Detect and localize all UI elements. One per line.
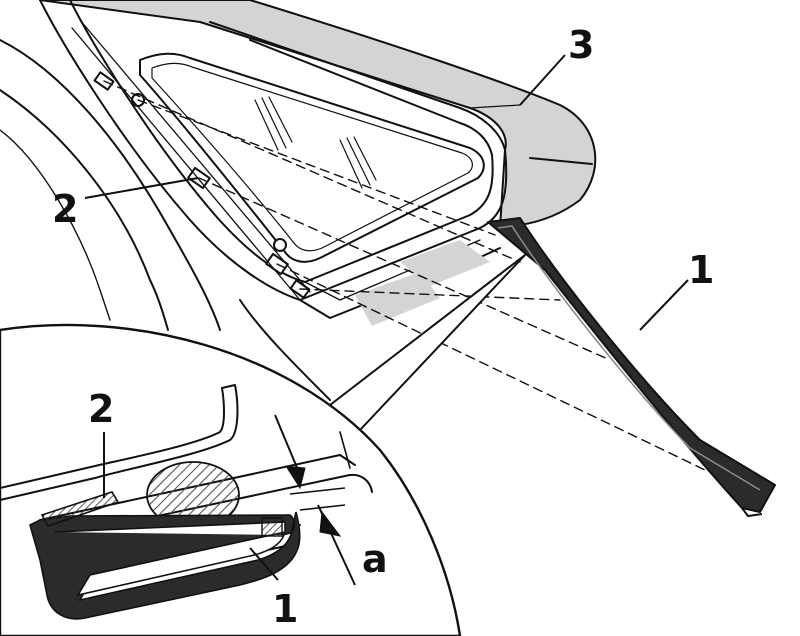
leader-2-main	[84, 177, 199, 199]
label-body-panel: 3	[568, 23, 594, 67]
detail-seal-inner	[54, 521, 286, 597]
detail-seal-strip	[29, 511, 301, 620]
detail-rail-edge	[339, 431, 351, 469]
window-frame-outer	[39, 0, 508, 301]
detail-seal-lip	[261, 517, 283, 537]
body-contour-3	[0, 129, 111, 321]
window-glass-inner	[151, 62, 473, 252]
label-strip-main: 1	[688, 248, 714, 292]
body-contour-1	[0, 39, 221, 331]
seal-strip-main	[487, 217, 776, 518]
door-line	[239, 299, 331, 401]
leader-3	[519, 54, 566, 106]
guide-rail-left	[71, 27, 301, 301]
label-gap-dimension: a	[362, 537, 388, 581]
label-strip-detail: 1	[272, 587, 298, 631]
leaders-detail	[103, 432, 279, 581]
detail-clip	[40, 491, 120, 527]
label-clip-main: 2	[52, 187, 78, 231]
assembly-lines	[103, 80, 706, 471]
glass-glare	[254, 96, 377, 189]
leader-1-main	[639, 279, 689, 331]
dimension-arrow-bottom	[319, 510, 342, 537]
leaders-main	[84, 54, 689, 331]
detail-glass-edge	[0, 384, 239, 501]
body-panel-trim	[39, 0, 597, 229]
body-contour-2	[0, 89, 169, 331]
seal-zone-1	[400, 240, 490, 286]
panel-seam-1	[529, 157, 593, 165]
main-view	[0, 0, 706, 471]
detail-rail-mid	[44, 474, 373, 541]
dimension-arrow-top	[285, 465, 306, 490]
label-clip-detail: 2	[88, 387, 114, 431]
detail-rail-top	[39, 454, 356, 521]
fastener-2	[273, 238, 287, 252]
window-glass	[139, 52, 485, 263]
panel-seam-2	[469, 104, 521, 109]
leader-1-detail	[249, 547, 279, 581]
detail-pointer	[329, 254, 526, 431]
detail-view	[0, 323, 462, 636]
guide-rail-left-2	[79, 19, 311, 293]
